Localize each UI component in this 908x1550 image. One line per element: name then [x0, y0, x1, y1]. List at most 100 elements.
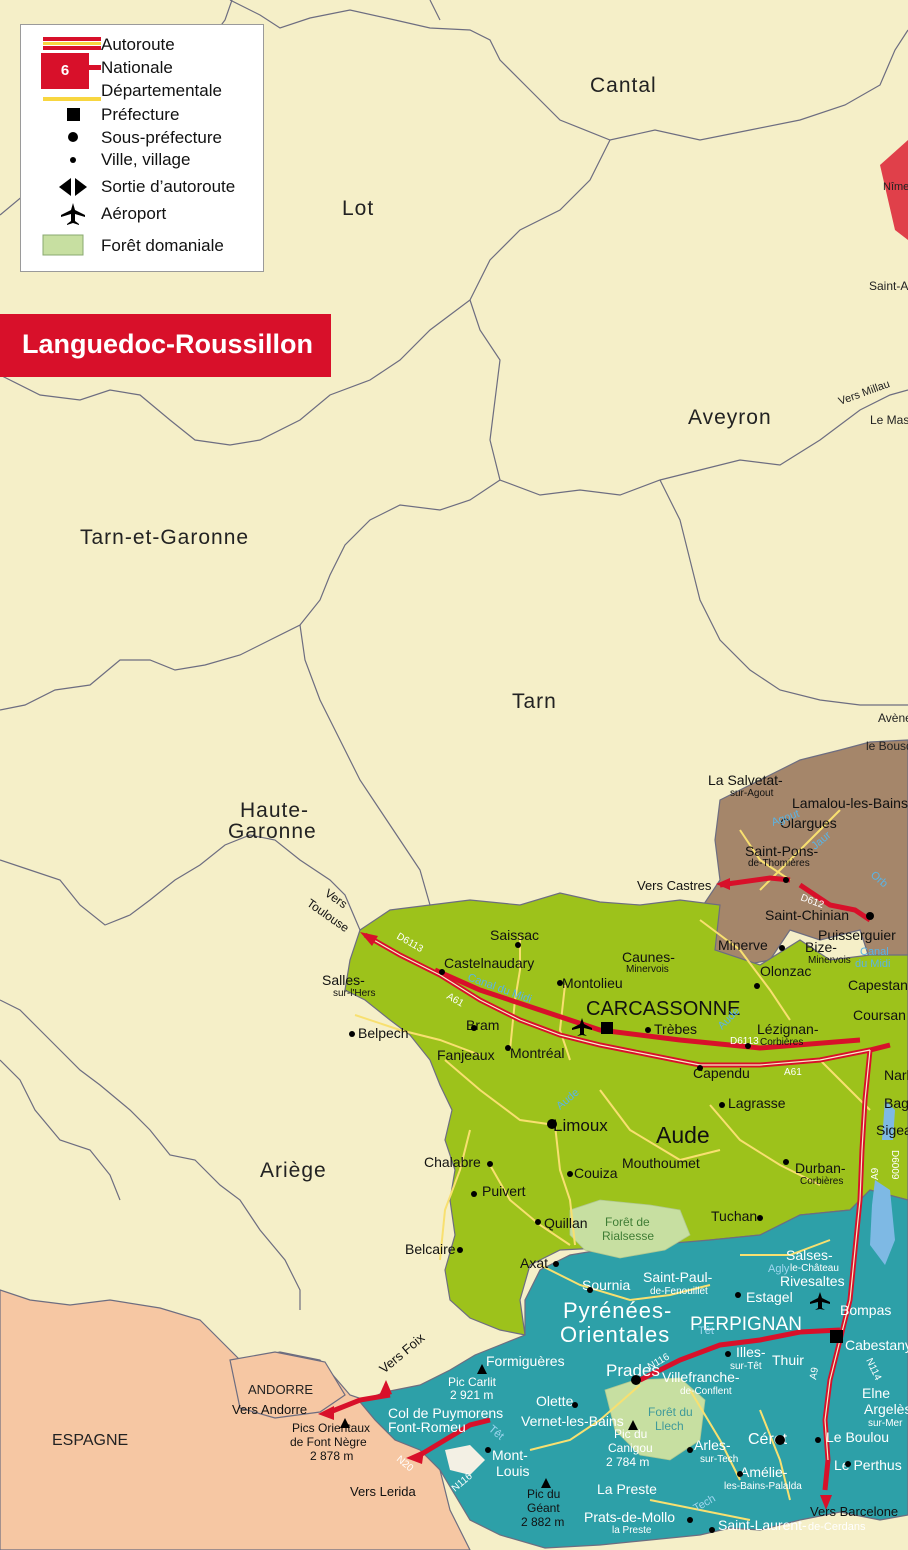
map-legend: Autoroute 6 Nationale Départementale Pré…	[20, 24, 264, 272]
city-fanjeaux: Fanjeaux	[437, 1047, 495, 1063]
city-estagel: Estagel	[746, 1289, 793, 1305]
dept-haute-garonne-1: Haute-	[240, 799, 309, 822]
vers-castres: Vers Castres	[637, 878, 712, 893]
peak-geant-1: Pic du	[527, 1487, 560, 1501]
city-lezignan-sub: Corbières	[760, 1037, 803, 1048]
city-rivesaltes: Rivesaltes	[780, 1273, 845, 1289]
road-n116-b: N116	[450, 1471, 475, 1495]
dept-pyrenees-1: Pyrénées-	[563, 1298, 672, 1323]
city-bram: Bram	[466, 1017, 499, 1033]
departementale-symbol	[43, 97, 101, 101]
water-canal-2: Canal	[860, 946, 889, 958]
peak-orientaux-alt: 2 878 m	[310, 1449, 353, 1463]
edge-bages: Bages	[884, 1095, 908, 1111]
autoroute-symbol	[43, 37, 101, 50]
perpignan-airport-icon	[810, 1292, 830, 1310]
vers-barcelone: Vers Barcelone	[810, 1504, 898, 1519]
dept-tarn-et-garonne: Tarn-et-Garonne	[80, 526, 249, 549]
city-trebes: Trèbes	[654, 1021, 697, 1037]
country-andorre: ANDORRE	[248, 1382, 313, 1397]
city-stlaurent-sub: de-Cerdans	[808, 1521, 866, 1533]
city-stchinian: Saint-Chinian	[765, 907, 849, 923]
city-villefranche-sub: de-Conflent	[680, 1386, 732, 1397]
city-thuir: Thuir	[772, 1352, 804, 1368]
road-a61: A61	[445, 991, 466, 1010]
legend-prefecture-label: Préfecture	[101, 105, 180, 124]
peak-canigou-1: Pic du	[614, 1427, 647, 1441]
legend-nationale-label: Nationale	[101, 58, 173, 77]
peak-geant-2: Géant	[527, 1501, 560, 1515]
city-illes-sub: sur-Têt	[730, 1361, 762, 1372]
legend-row-sous-prefecture: Sous-préfecture	[21, 126, 265, 150]
peak-orientaux-1: Pics Orientaux	[292, 1421, 370, 1435]
city-lezignan: Lézignan-	[757, 1021, 819, 1037]
city-montolieu: Montolieu	[562, 975, 623, 991]
city-illes: Illes-	[736, 1344, 766, 1360]
city-couiza: Couiza	[574, 1165, 618, 1181]
city-olonzac: Olonzac	[760, 963, 811, 979]
region-banner: Languedoc-Roussillon	[0, 314, 331, 377]
forest-llech-2: Llech	[655, 1419, 684, 1433]
legend-row-autoroute: Autoroute	[21, 33, 265, 57]
lagoon-2	[882, 1100, 895, 1140]
city-vernet: Vernet-les-Bains	[521, 1413, 624, 1429]
city-boulou: Le Boulou	[826, 1429, 889, 1445]
exit-arrows-icon	[59, 178, 87, 196]
lagoon	[870, 1180, 895, 1265]
city-formigueres: Formiguères	[486, 1353, 565, 1369]
city-capestang: Capestang	[848, 977, 908, 993]
carcassonne-prefecture-icon	[601, 1022, 613, 1034]
peak-canigou-2: Canigou	[608, 1441, 653, 1455]
dept-aveyron: Aveyron	[688, 406, 772, 429]
dept-lot: Lot	[342, 197, 374, 220]
city-arles: Arles-	[694, 1437, 731, 1453]
forest-rialsesse-1: Forêt de	[605, 1215, 650, 1229]
city-chalabre: Chalabre	[424, 1154, 481, 1170]
peak-markers	[340, 1364, 638, 1488]
vers-lerida: Vers Lerida	[350, 1484, 417, 1499]
road-d6113: D6113	[395, 931, 426, 955]
forest-rialsesse-2: Rialsesse	[602, 1229, 654, 1243]
city-louis: Louis	[496, 1463, 529, 1479]
city-argeles-sub: sur-Mer	[868, 1418, 903, 1429]
peak-canigou-icon	[628, 1420, 638, 1430]
legend-sortie-label: Sortie d’autoroute	[101, 177, 236, 196]
water-jaur: Jaur	[809, 829, 833, 852]
city-montreal: Montréal	[510, 1045, 564, 1061]
city-mouthoumet: Mouthoumet	[622, 1155, 700, 1171]
city-prats-sub: la Preste	[612, 1525, 652, 1536]
road-a61-b: A61	[784, 1067, 802, 1078]
dept-ariege: Ariège	[260, 1159, 327, 1182]
city-stlaurent: Saint-Laurent-	[718, 1517, 807, 1533]
city-tuchan: Tuchan	[711, 1208, 757, 1224]
airplane-icon	[61, 203, 85, 225]
city-elne: Elne	[862, 1385, 890, 1401]
edge-saint: Saint-Affrique	[869, 279, 908, 293]
city-caunes-sub: Minervois	[626, 964, 669, 975]
city-amelie: Amélie-	[740, 1464, 788, 1480]
perpignan-prefecture-icon	[830, 1330, 843, 1343]
road-n114: N114	[863, 1357, 883, 1383]
region-title: Languedoc-Roussillon	[22, 329, 314, 359]
city-olette: Olette	[536, 1393, 574, 1409]
city-perthus: Le Perthus	[834, 1457, 902, 1473]
country-espagne: ESPAGNE	[52, 1432, 128, 1449]
gard-edge	[880, 140, 908, 240]
road-a9-b: A9	[808, 1366, 821, 1380]
city-salvetat-sub: sur-Agout	[730, 788, 774, 799]
forest-small	[445, 1445, 485, 1475]
edge-nimes: Nîmes	[883, 181, 908, 193]
city-carcassonne: CARCASSONNE	[586, 998, 740, 1020]
city-argeles: Argelès-	[864, 1401, 908, 1417]
legend-aeroport-label: Aéroport	[101, 204, 167, 223]
legend-row-ville: Ville, village	[21, 148, 265, 172]
city-col-puymorens: Col de Puymorens	[388, 1405, 503, 1421]
road-n20: N20	[394, 1454, 415, 1475]
city-sournia: Sournia	[582, 1277, 630, 1293]
legend-ville-label: Ville, village	[101, 150, 191, 169]
legend-autoroute-label: Autoroute	[101, 35, 175, 54]
city-salses-sub: le-Château	[790, 1263, 839, 1274]
city-perpignan: PERPIGNAN	[690, 1314, 802, 1335]
